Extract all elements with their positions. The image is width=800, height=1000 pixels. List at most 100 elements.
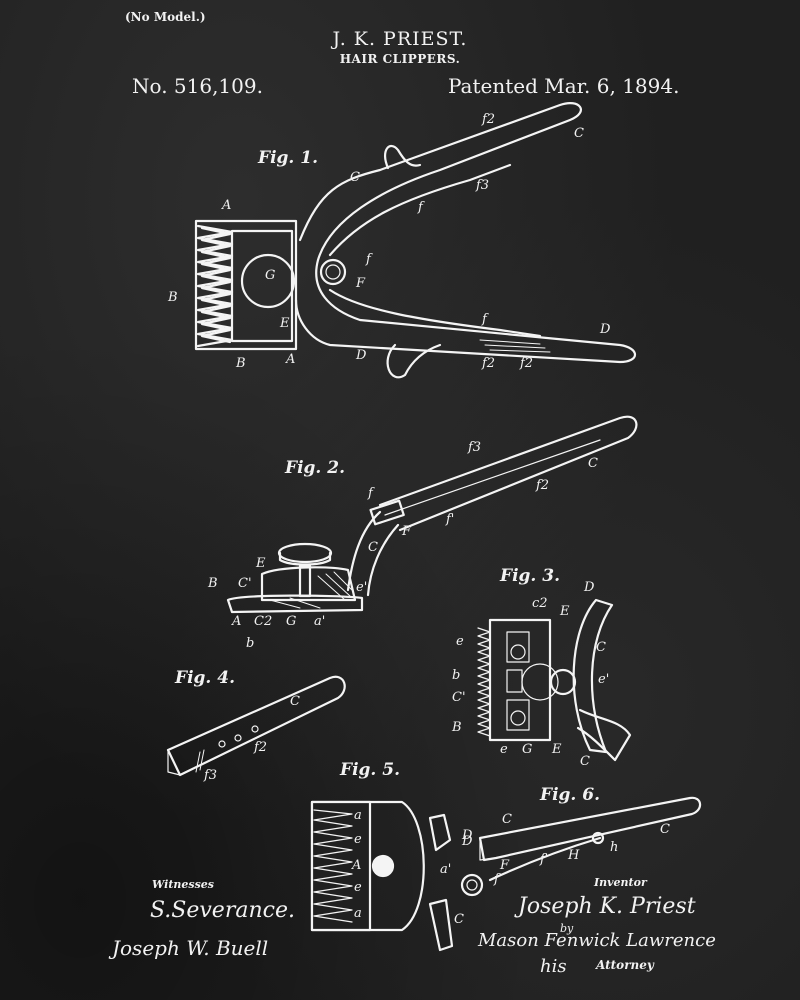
fig6-pivot-h [591,831,605,845]
ref-letter: C [660,822,670,837]
ref-letter: f' [540,852,549,867]
figure-2-drawing [226,415,638,614]
ref-letter: D [600,322,611,337]
fig3-frame [488,618,552,742]
fig6-spring [488,836,602,882]
fig1-blade-plate [194,219,298,351]
ref-letter: f3 [476,178,490,193]
ref-letter: a [354,808,362,823]
fig1-handle-outline [294,102,637,364]
ref-letter: A [222,198,232,213]
figure-4-drawing [166,675,346,777]
fig2-clamp-f [369,499,405,526]
fig1-finger-rest [383,144,422,170]
ref-letter: G [265,268,276,283]
patent-number: No. 516,109. [132,74,263,98]
figure-4-label: Fig. 4. [175,668,235,688]
ref-letter: D [462,828,473,843]
ref-letter: E [560,604,570,619]
ref-letter: E [552,742,562,757]
ref-letter: c2 [532,596,548,611]
fig5-clamp-C [428,898,454,952]
ref-letter: H [568,848,580,863]
inventor-signature: Joseph K. Priest [518,894,696,919]
fig3-handle-C [576,708,632,762]
fig2-neck-inner [366,523,400,597]
fig5-center-hole [371,854,395,878]
ref-letter: f2 [520,356,534,371]
ref-letter: D [462,834,473,849]
his-label: his [540,956,567,977]
ref-letter: B [208,576,218,591]
by-label: by [560,922,574,935]
ref-letter: C [368,540,378,555]
ref-letter: C [454,912,464,927]
ref-letter: e' [356,580,368,595]
ref-letter: b [452,668,461,683]
figure-1-drawing [194,102,637,379]
figure-1-label: Fig. 1. [258,148,318,168]
fig2-screw-shaft [298,564,312,598]
ref-letter: f [418,200,423,215]
ref-letter: A [286,352,296,367]
fig2-base-plate [226,594,364,614]
ref-letter: F [402,524,412,539]
ref-letter: a' [314,614,326,629]
ref-letter: G [522,742,533,757]
ref-letter: C' [452,690,466,705]
ref-letter: f [368,486,373,501]
fig1-screw-G [240,253,296,309]
inventor-name: J. K. PRIEST. [332,28,468,50]
ref-letter: b [246,636,255,651]
ref-letter: B [236,356,246,371]
ref-letter: f [494,872,499,887]
fig3-screw-e [549,668,577,696]
ref-letter: e [456,634,464,649]
ref-letter: a [354,906,362,921]
ref-letter: C [502,812,512,827]
ref-letter: e [354,832,362,847]
ref-letter: C [574,126,584,141]
ref-letter: f2 [254,740,268,755]
figure-5-drawing [310,800,454,952]
ref-letter: D [584,580,595,595]
patent-date: Patented Mar. 6, 1894. [448,74,680,98]
fig1-finger-hook [386,343,442,379]
figure-3-label: Fig. 3. [500,566,560,586]
ref-letter: f3 [468,440,482,455]
figure-6-label: Fig. 6. [540,785,600,805]
fig1-cover-plate [230,229,294,343]
ref-letter: C [350,170,360,185]
ref-letter: D [356,348,367,363]
fig5-plate [310,800,425,932]
ref-letter: C [580,754,590,769]
fig3-teeth [477,627,491,737]
model-note: (No Model.) [125,10,206,24]
ref-letter: f2 [482,112,496,127]
ref-letter: C [596,640,606,655]
fig2-handle-C [378,415,638,532]
witness-1-signature: S.Severance. [150,898,295,923]
ref-letter: h [610,840,619,855]
patent-title: HAIR CLIPPERS. [339,52,461,66]
fig4-handle [166,675,346,777]
ref-letter: G [286,614,297,629]
ref-letter: e [354,880,362,895]
figure-2-label: Fig. 2. [285,458,345,478]
witnesses-label: Witnesses [152,878,214,891]
ref-letter: E [256,556,266,571]
ref-letter: f [366,252,371,267]
attorney-signature: Mason Fenwick Lawrence [478,930,716,951]
fig2-thumbscrew [277,542,333,564]
ref-letter: C [290,694,300,709]
fig1-comb-teeth [196,224,234,348]
fig5-teeth [313,809,353,923]
ref-letter: C2 [254,614,273,629]
fig1-inner-spring-bottom [328,288,542,338]
ref-letter: F [356,276,366,291]
ref-letter: E [280,316,290,331]
fig1-inner-spring-top [328,163,512,257]
ref-letter: e [500,742,508,757]
